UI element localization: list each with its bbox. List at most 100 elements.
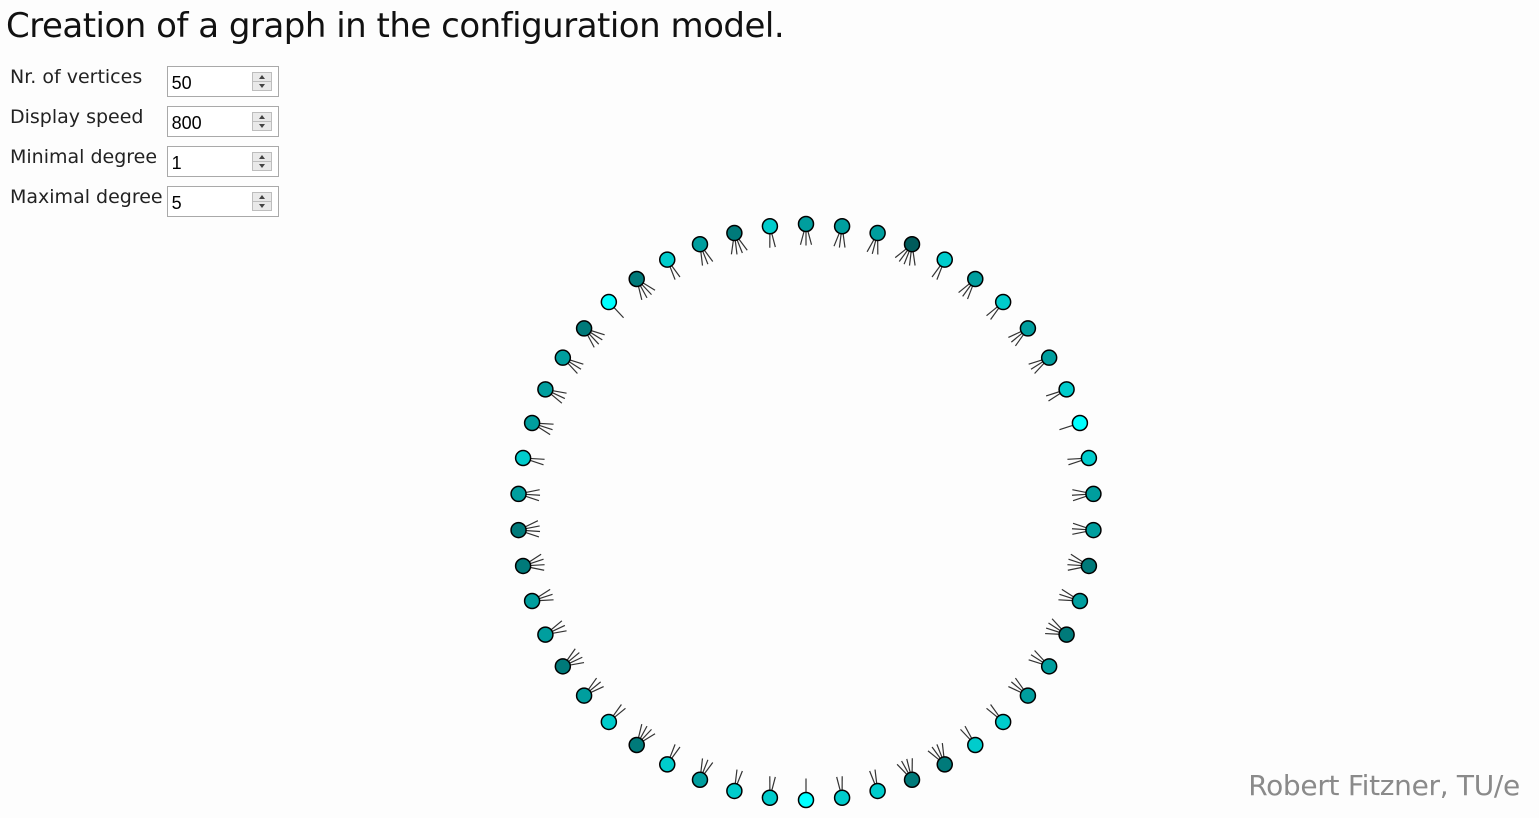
vertex-node	[726, 782, 743, 800]
vertex	[510, 485, 541, 503]
vertex-node	[967, 736, 984, 754]
vertex-node	[554, 658, 572, 675]
vertex	[960, 725, 984, 754]
control-row-vertices: Nr. of vertices	[10, 61, 283, 101]
vertex	[1067, 553, 1098, 575]
max-degree-input[interactable]	[167, 186, 248, 216]
vertex	[894, 235, 921, 266]
vertices-stepper	[251, 71, 272, 91]
vertex-node	[554, 349, 572, 366]
vertex	[1045, 618, 1075, 643]
vertex	[1067, 449, 1098, 467]
vertex-node	[691, 235, 709, 253]
vertex	[761, 218, 779, 248]
speed-spinner	[166, 105, 279, 137]
vertex-node	[510, 521, 527, 539]
vertex-node	[903, 771, 921, 789]
max-degree-increment-button[interactable]	[251, 191, 272, 201]
vertex-node	[523, 414, 541, 432]
vertex	[659, 251, 681, 280]
vertices-increment-button[interactable]	[251, 71, 272, 81]
speed-increment-button[interactable]	[251, 111, 272, 121]
vertex	[554, 349, 584, 374]
vertex	[575, 677, 604, 704]
vertex-node	[833, 218, 851, 235]
vertex	[554, 648, 585, 675]
vertex	[726, 769, 743, 800]
vertex-node	[514, 449, 532, 467]
vertex-node	[600, 713, 618, 731]
vertex	[896, 758, 921, 789]
vertex	[600, 704, 626, 731]
max-degree-decrement-button[interactable]	[251, 200, 272, 211]
vertex	[575, 320, 605, 348]
vertex-node	[967, 270, 984, 288]
vertex	[869, 769, 886, 800]
vertex-node	[1080, 557, 1098, 575]
speed-decrement-button[interactable]	[251, 120, 272, 131]
vertex	[600, 293, 625, 319]
vertex-node	[903, 235, 921, 253]
vertex-node	[1040, 349, 1058, 366]
min-degree-input[interactable]	[167, 146, 248, 176]
vertex-node	[833, 789, 851, 806]
vertex-node	[1058, 381, 1075, 398]
vertex	[514, 553, 545, 575]
vertices-input[interactable]	[167, 66, 248, 96]
vertex	[1008, 320, 1037, 347]
controls-panel: Nr. of vertices Display speed	[10, 61, 283, 221]
vertex-node	[691, 771, 709, 789]
vertex-node	[1019, 320, 1037, 337]
vertex	[510, 520, 541, 539]
vertex	[1071, 485, 1102, 503]
vertex-node	[537, 626, 554, 643]
vertex-node	[523, 592, 541, 610]
max-degree-stepper	[251, 191, 272, 211]
vertex-node	[1071, 592, 1089, 610]
author-credit: Robert Fitzner, TU/e	[1248, 769, 1520, 802]
control-row-max-degree: Maximal degree	[10, 181, 283, 221]
vertex-node	[761, 218, 779, 235]
vertex	[691, 758, 714, 789]
vertex	[523, 588, 554, 610]
vertex-node	[936, 251, 953, 268]
vertex	[927, 742, 953, 773]
vertex	[1058, 588, 1089, 610]
control-row-min-degree: Minimal degree	[10, 141, 283, 181]
vertex-node	[994, 713, 1012, 731]
vertex	[659, 744, 681, 773]
vertex	[1071, 521, 1102, 539]
vertex	[833, 776, 851, 806]
vertex-node	[869, 224, 886, 242]
vertex	[514, 449, 545, 467]
vertex-node	[936, 756, 953, 773]
vertex	[833, 218, 851, 248]
speed-input[interactable]	[167, 106, 248, 136]
vertex-node	[1040, 658, 1058, 675]
vertex-node	[869, 782, 886, 800]
vertex-node	[575, 687, 593, 704]
vertex-node	[726, 224, 743, 242]
vertex-node	[1085, 485, 1102, 503]
vertex	[691, 235, 714, 266]
min-degree-increment-button[interactable]	[251, 151, 272, 161]
vertex-node	[628, 270, 645, 288]
vertex-node	[761, 789, 779, 806]
vertex-node	[575, 320, 593, 337]
min-degree-decrement-button[interactable]	[251, 160, 272, 171]
vertices-spinner	[166, 65, 279, 97]
vertex-node	[797, 791, 815, 809]
vertex-node	[1085, 521, 1102, 539]
vertices-decrement-button[interactable]	[251, 80, 272, 91]
vertex	[1059, 414, 1089, 432]
vertex-node	[514, 557, 532, 575]
vertex	[523, 414, 554, 436]
max-degree-label: Maximal degree	[10, 186, 163, 208]
vertex	[797, 215, 815, 246]
vertex	[931, 251, 953, 280]
control-row-speed: Display speed	[10, 101, 283, 141]
vertex-node	[510, 485, 527, 503]
vertex	[726, 224, 748, 255]
max-degree-spinner	[166, 185, 279, 217]
